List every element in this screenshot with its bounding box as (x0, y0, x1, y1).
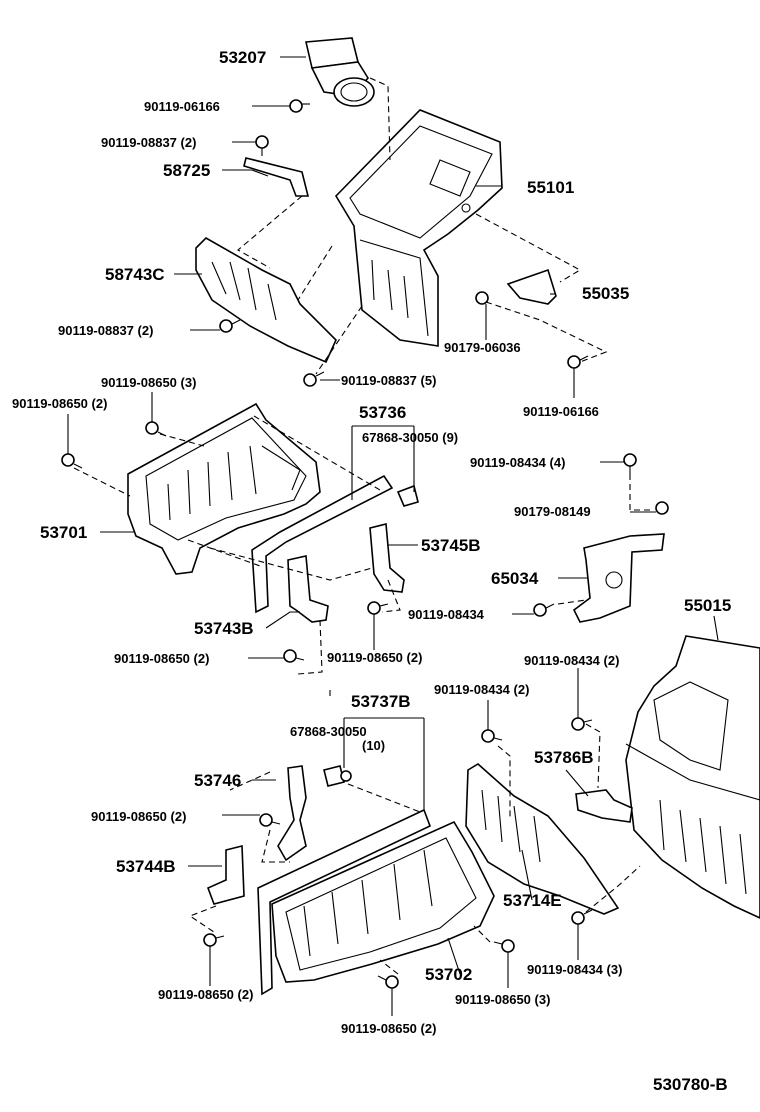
label-90119-08650-2-b: 90119-08650 (2) (114, 651, 209, 666)
bolt-icon (340, 770, 352, 782)
label-90119-08650-2-a: 90119-08650 (2) (12, 396, 107, 411)
part-labels: 53207 90119-06166 90119-08837 (2) 58725 … (12, 48, 731, 1094)
label-90119-08650-3-b: 90119-08650 (3) (455, 992, 550, 1007)
label-90119-08837-2-b: 90119-08837 (2) (58, 323, 153, 338)
bolt-icon (61, 453, 83, 469)
part-53743b-drawing (287, 555, 329, 623)
part-65034-drawing (572, 533, 665, 623)
assembly-dashed-lines (73, 77, 652, 975)
label-58743c: 58743C (105, 265, 165, 284)
part-53702-drawing (257, 808, 495, 996)
label-53701: 53701 (40, 523, 87, 542)
bolt-icon (289, 99, 310, 113)
part-53786b-drawing (575, 789, 633, 823)
label-90119-08650-2-f: 90119-08650 (2) (341, 1021, 436, 1036)
label-53786b: 53786B (534, 748, 594, 767)
label-90119-08650-2-c: 90119-08650 (2) (327, 650, 422, 665)
label-67868-30050-9: 67868-30050 (9) (362, 430, 458, 445)
part-55035-drawing (506, 268, 557, 305)
label-53745b: 53745B (421, 536, 481, 555)
bolt-icon (623, 453, 637, 474)
bolt-icon (481, 729, 503, 743)
label-90179-06036: 90179-06036 (444, 340, 521, 355)
label-55101: 55101 (527, 178, 574, 197)
label-90119-06166-b: 90119-06166 (523, 404, 599, 419)
bolt-icon (259, 813, 281, 827)
label-90179-08149: 90179-08149 (514, 504, 591, 519)
bolt-icon (567, 355, 589, 369)
part-55101-drawing (334, 109, 503, 347)
part-53714e-drawing (465, 763, 620, 915)
label-90119-08650-3: 90119-08650 (3) (101, 375, 196, 390)
part-58743c-drawing (195, 237, 337, 364)
bolt-icon (475, 291, 489, 305)
label-90119-08434-2-a: 90119-08434 (2) (524, 653, 619, 668)
label-67868-30050: 67868-30050 (290, 724, 367, 739)
label-53207: 53207 (219, 48, 266, 67)
bolt-icon (145, 421, 167, 437)
bolt-icon (571, 909, 593, 925)
label-90119-08650-2-d: 90119-08650 (2) (91, 809, 186, 824)
bolt-icon (655, 501, 669, 515)
label-55035: 55035 (582, 284, 629, 303)
part-67868-lower-drawing (323, 765, 345, 787)
part-53701-drawing (127, 402, 321, 575)
bolt-icon (283, 649, 305, 663)
part-53746-drawing (277, 765, 307, 862)
label-53737b: 53737B (351, 692, 411, 711)
label-53714e: 53714E (503, 891, 562, 910)
label-53746: 53746 (194, 771, 241, 790)
part-53744b-drawing (206, 844, 245, 905)
label-90119-08434: 90119-08434 (408, 607, 485, 622)
part-53745b-drawing (369, 522, 405, 593)
label-90119-06166: 90119-06166 (144, 99, 220, 114)
diagram-reference-number: 530780-B (653, 1075, 728, 1094)
bolt-icon (255, 135, 269, 156)
label-58725: 58725 (163, 161, 210, 180)
bolt-icon (571, 717, 593, 731)
bolt-icon (303, 371, 325, 387)
leader-lines (67, 56, 719, 1016)
label-65034: 65034 (491, 569, 539, 588)
label-53744b: 53744B (116, 857, 176, 876)
part-67868-upper-drawing (396, 484, 419, 507)
part-55015-drawing (625, 635, 760, 919)
label-10: (10) (362, 738, 385, 753)
label-53736: 53736 (359, 403, 406, 422)
label-53743b: 53743B (194, 619, 254, 638)
label-90119-08650-2-e: 90119-08650 (2) (158, 987, 253, 1002)
label-90119-08837-2: 90119-08837 (2) (101, 135, 196, 150)
bolt-icon (219, 319, 241, 333)
label-90119-08837-5: 90119-08837 (5) (341, 373, 436, 388)
bolt-icon (377, 975, 399, 989)
part-53736-drawing (251, 474, 394, 614)
bolt-icon (367, 601, 389, 615)
part-58725-drawing (243, 157, 310, 197)
bolt-icon (533, 603, 555, 617)
label-55015: 55015 (684, 596, 731, 615)
bolt-icon (203, 933, 225, 947)
bolt-icon (493, 939, 515, 953)
label-53702: 53702 (425, 965, 472, 984)
label-90119-08434-2-b: 90119-08434 (2) (434, 682, 529, 697)
part-53207-drawing (305, 37, 375, 107)
bolt-icons (61, 99, 669, 989)
label-90119-08434-4: 90119-08434 (4) (470, 455, 565, 470)
label-90119-08434-3: 90119-08434 (3) (527, 962, 622, 977)
